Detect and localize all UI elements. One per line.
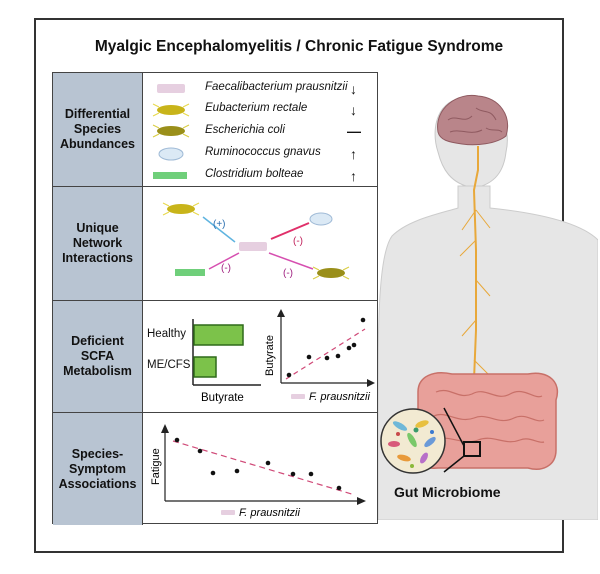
brain-icon xyxy=(437,94,508,146)
panel-network-interactions: Unique Network Interactions xyxy=(53,187,377,301)
ruminococcus-node xyxy=(309,212,333,226)
bar-x-label: Butyrate xyxy=(201,392,244,404)
data-point xyxy=(351,342,357,348)
clostridium-icon xyxy=(153,172,187,179)
data-point xyxy=(265,460,271,466)
dash-icon: — xyxy=(347,123,361,139)
eubacterium-node xyxy=(312,266,350,280)
scatter-x-label: F. prausnitzii xyxy=(239,507,300,519)
butyrate-bar xyxy=(193,324,244,346)
negative-edge xyxy=(268,252,314,270)
faecalibacterium-node xyxy=(239,242,267,251)
escherichia-coli-node xyxy=(162,202,200,216)
panel-label: Differential Species Abundances xyxy=(53,73,143,186)
zoom-box xyxy=(463,441,481,457)
negative-edge xyxy=(270,222,310,240)
data-point xyxy=(306,354,312,360)
clostridium-node xyxy=(175,269,205,276)
axis-arrow-icon xyxy=(277,309,285,317)
edge-label: (-) xyxy=(293,236,303,247)
down-arrow-icon: ↓ xyxy=(350,81,357,97)
faecalibacterium-icon xyxy=(157,84,185,93)
data-point xyxy=(234,468,240,474)
bar-category-label: Healthy xyxy=(147,328,186,340)
data-point xyxy=(360,317,366,323)
axis-arrow-icon xyxy=(357,497,366,505)
butyrate-bar xyxy=(193,356,217,378)
edge-label: (+) xyxy=(213,219,226,230)
species-name: Escherichia coli xyxy=(205,124,285,136)
scatter-y-label: Butyrate xyxy=(264,335,276,376)
panel-scfa-metabolism: Deficient SCFA Metabolism Healthy ME/CFS… xyxy=(53,301,377,413)
symptom-scatter: Fatigue F. prausnitzii xyxy=(143,413,377,525)
scfa-svg: Butyrate Butyrate F. prausnitzii xyxy=(192,309,375,404)
data-point xyxy=(290,471,296,477)
microbiome-circle-icon xyxy=(380,408,446,474)
species-list: Faecalibacterium prausnitzii Eubacterium… xyxy=(143,73,377,186)
vagus-nerve xyxy=(472,146,479,381)
axis-arrow-icon xyxy=(367,379,375,387)
edge-label: (-) xyxy=(221,263,231,274)
escherichia-coli-icon xyxy=(152,124,190,138)
scfa-charts: Healthy ME/CFS Butyrate Butyrate xyxy=(143,301,377,412)
panel-label: Deficient SCFA Metabolism xyxy=(53,301,143,412)
panel-label: Unique Network Interactions xyxy=(53,187,143,300)
positive-edge xyxy=(202,216,236,243)
species-icons xyxy=(152,84,190,179)
scatter-y-label: Fatigue xyxy=(150,448,162,485)
network-diagram: (+) (-) (-) (-) xyxy=(143,187,377,300)
gut-microbiome-label: Gut Microbiome xyxy=(394,484,501,500)
faecalibacterium-icon xyxy=(221,510,235,515)
panels-table: Differential Species Abundances xyxy=(52,72,378,525)
panel-species-symptom: Species- Symptom Associations Fatigue F.… xyxy=(53,413,377,525)
trend-line xyxy=(285,328,366,380)
axis-arrow-icon xyxy=(161,424,169,433)
data-point xyxy=(336,485,342,491)
bar-category-label: ME/CFS xyxy=(147,359,191,371)
panel-label: Species- Symptom Associations xyxy=(53,413,143,525)
data-point xyxy=(197,448,203,454)
data-point xyxy=(308,471,314,477)
up-arrow-icon: ↑ xyxy=(350,168,357,184)
data-point xyxy=(335,353,341,359)
down-arrow-icon: ↓ xyxy=(350,102,357,118)
eubacterium-icon xyxy=(152,103,190,117)
data-point xyxy=(210,470,216,476)
species-name: Ruminococcus gnavus xyxy=(205,146,321,158)
panel-species-abundances: Differential Species Abundances xyxy=(53,73,377,187)
edge-label: (-) xyxy=(283,268,293,279)
species-name: Faecalibacterium prausnitzii xyxy=(205,81,348,93)
data-point xyxy=(324,355,330,361)
up-arrow-icon: ↑ xyxy=(350,146,357,162)
negative-edge xyxy=(208,252,240,270)
faecalibacterium-icon xyxy=(291,394,305,399)
data-point xyxy=(346,345,352,351)
species-name: Clostridium bolteae xyxy=(205,168,304,180)
data-point xyxy=(286,372,292,378)
species-name: Eubacterium rectale xyxy=(205,102,308,114)
ruminococcus-icon xyxy=(158,147,184,161)
scatter-x-label: F. prausnitzii xyxy=(309,391,370,403)
data-point xyxy=(174,437,180,443)
trend-line xyxy=(172,440,356,496)
figure-title: Myalgic Encephalomyelitis / Chronic Fati… xyxy=(94,38,504,55)
